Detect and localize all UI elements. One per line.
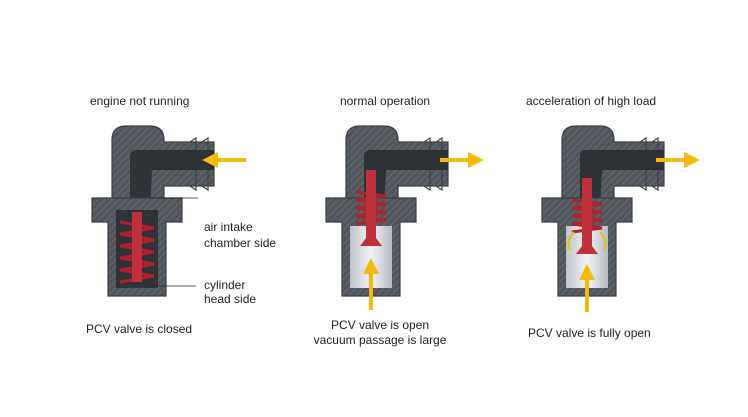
- air-intake-label-2: chamber side: [204, 236, 277, 250]
- panel-2-caption-line-1: PCV valve is open: [330, 318, 430, 332]
- panel-1-title: engine not running: [90, 94, 190, 108]
- valve-fully-open: [541, 125, 700, 312]
- cylinder-label-1: cylinder: [204, 278, 246, 292]
- panel-3-caption: PCV valve is fully open: [528, 326, 651, 340]
- valve-closed: [91, 125, 246, 297]
- panel-1-caption: PCV valve is closed: [86, 322, 193, 336]
- cylinder-label-2: head side: [204, 292, 257, 306]
- valve-open: [325, 125, 484, 310]
- spring-closed: [119, 220, 155, 284]
- panel-2-caption-line-2: vacuum passage is large: [313, 333, 447, 347]
- panel-2-title: normal operation: [340, 94, 431, 108]
- air-intake-label-1: air intake: [204, 220, 253, 234]
- panel-3-title: acceleration of high load: [526, 94, 657, 108]
